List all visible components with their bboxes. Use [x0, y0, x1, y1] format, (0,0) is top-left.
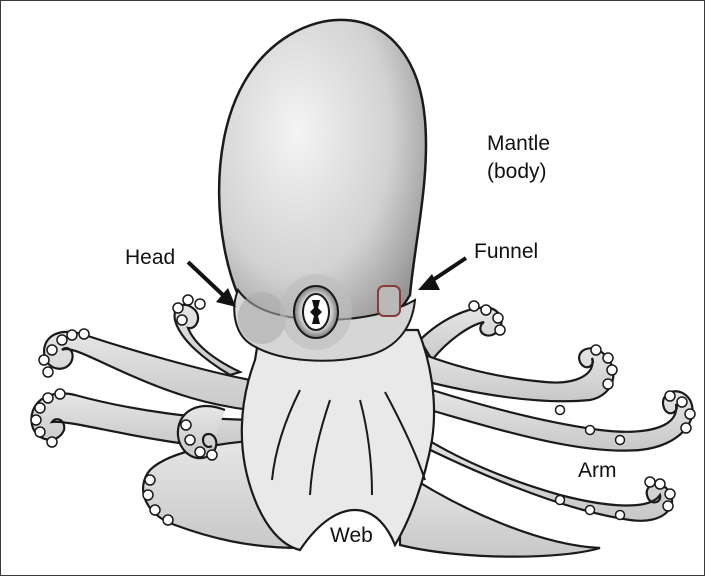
label-funnel: Funnel: [474, 240, 538, 264]
label-web: Web: [330, 524, 373, 548]
label-head: Head: [125, 246, 175, 270]
label-arm: Arm: [578, 459, 617, 483]
octopus-web: [242, 330, 434, 550]
right-arm-upper: [420, 308, 502, 360]
right-arm-middle: [420, 348, 613, 401]
octopus-funnel: [378, 286, 400, 316]
head-shadow: [238, 292, 286, 344]
label-mantle-line1: Mantle: [487, 132, 550, 156]
funnel-arrow: [418, 258, 466, 290]
right-arms: [400, 308, 693, 557]
label-mantle-line2: (body): [487, 160, 547, 184]
octopus-eye: [280, 274, 352, 350]
right-arm-base: [400, 470, 600, 557]
